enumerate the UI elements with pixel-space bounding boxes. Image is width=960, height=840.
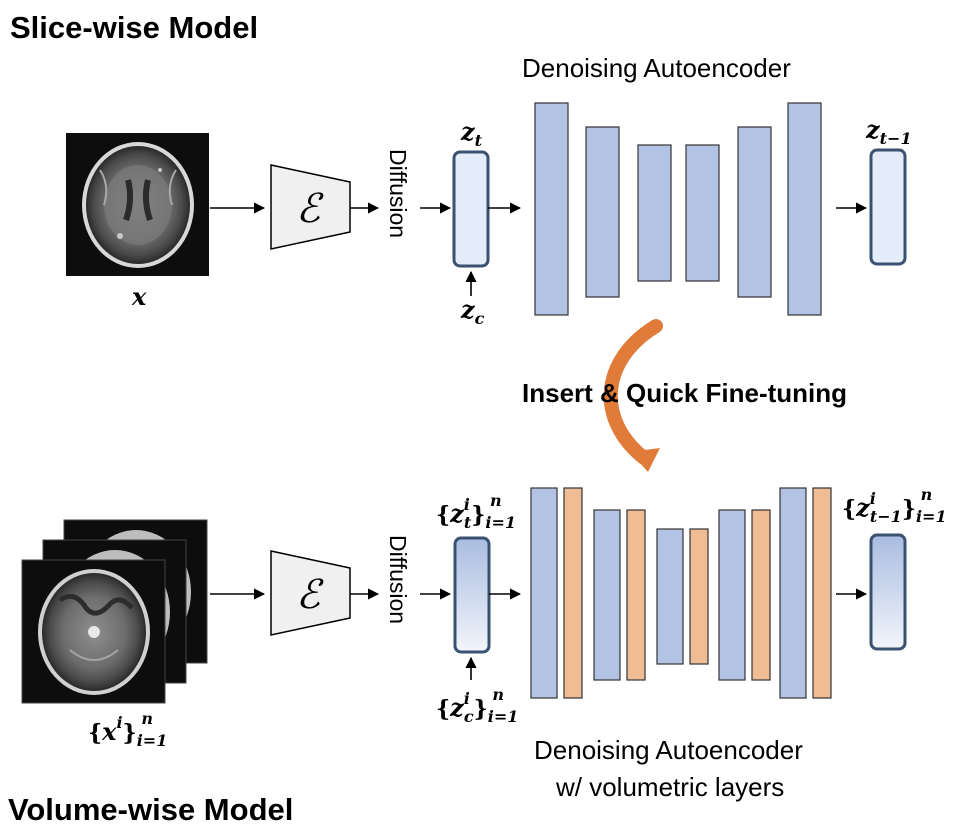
volume-input-label: {xi}i=1n <box>88 709 167 750</box>
unet-block <box>737 126 772 298</box>
input-x-label: x <box>131 282 147 311</box>
unet-block <box>637 144 672 282</box>
encoder-symbol-volume: ℰ <box>296 572 324 618</box>
encoder-block-volume <box>270 550 351 636</box>
unet-block <box>787 102 822 316</box>
unet-block <box>534 102 569 316</box>
latent-zt-minus-1-label: zt−1 <box>865 115 912 148</box>
autoencoder-volumetric-title-line2: w/ volumetric layers <box>555 772 784 802</box>
latent-volume-block <box>453 536 491 654</box>
diffusion-label: Diffusion <box>385 149 411 238</box>
unet-block <box>718 509 746 681</box>
volumetric-layer <box>563 487 583 699</box>
volumetric-layer <box>812 487 832 699</box>
autoencoder-unet-volumetric <box>530 487 832 699</box>
autoencoder-title: Denoising Autoencoder <box>522 53 791 83</box>
encoder-symbol: ℰ <box>296 186 324 232</box>
insert-arc-arrowhead <box>630 448 660 472</box>
unet-block <box>530 487 558 699</box>
diffusion-label-volume: Diffusion <box>385 535 411 624</box>
unet-block <box>656 528 684 665</box>
volume-wise-title: Volume-wise Model <box>8 792 293 827</box>
unet-block <box>779 487 807 699</box>
insert-finetune-label: Insert & Quick Fine-tuning <box>522 378 847 408</box>
latent-zt-block <box>452 150 490 268</box>
slice-wise-title: Slice-wise Model <box>10 10 258 45</box>
volumetric-layer <box>626 509 646 681</box>
latent-volume-output-block <box>869 533 907 651</box>
unet-block <box>685 144 720 282</box>
unet-block <box>593 509 621 681</box>
condition-zc-label: zc <box>460 295 485 328</box>
latent-output-block <box>869 148 907 266</box>
unet-block <box>585 126 620 298</box>
autoencoder-unet <box>534 102 822 316</box>
encoder-block <box>270 164 351 250</box>
latent-zt-label: zt <box>460 117 483 150</box>
mri-volume-stack <box>21 519 208 704</box>
volumetric-layer <box>689 528 709 665</box>
volumetric-layer <box>751 509 771 681</box>
insert-arc-arrow <box>603 319 663 465</box>
autoencoder-volumetric-title-line1: Denoising Autoencoder <box>534 735 803 765</box>
mri-slice-image <box>66 133 209 276</box>
